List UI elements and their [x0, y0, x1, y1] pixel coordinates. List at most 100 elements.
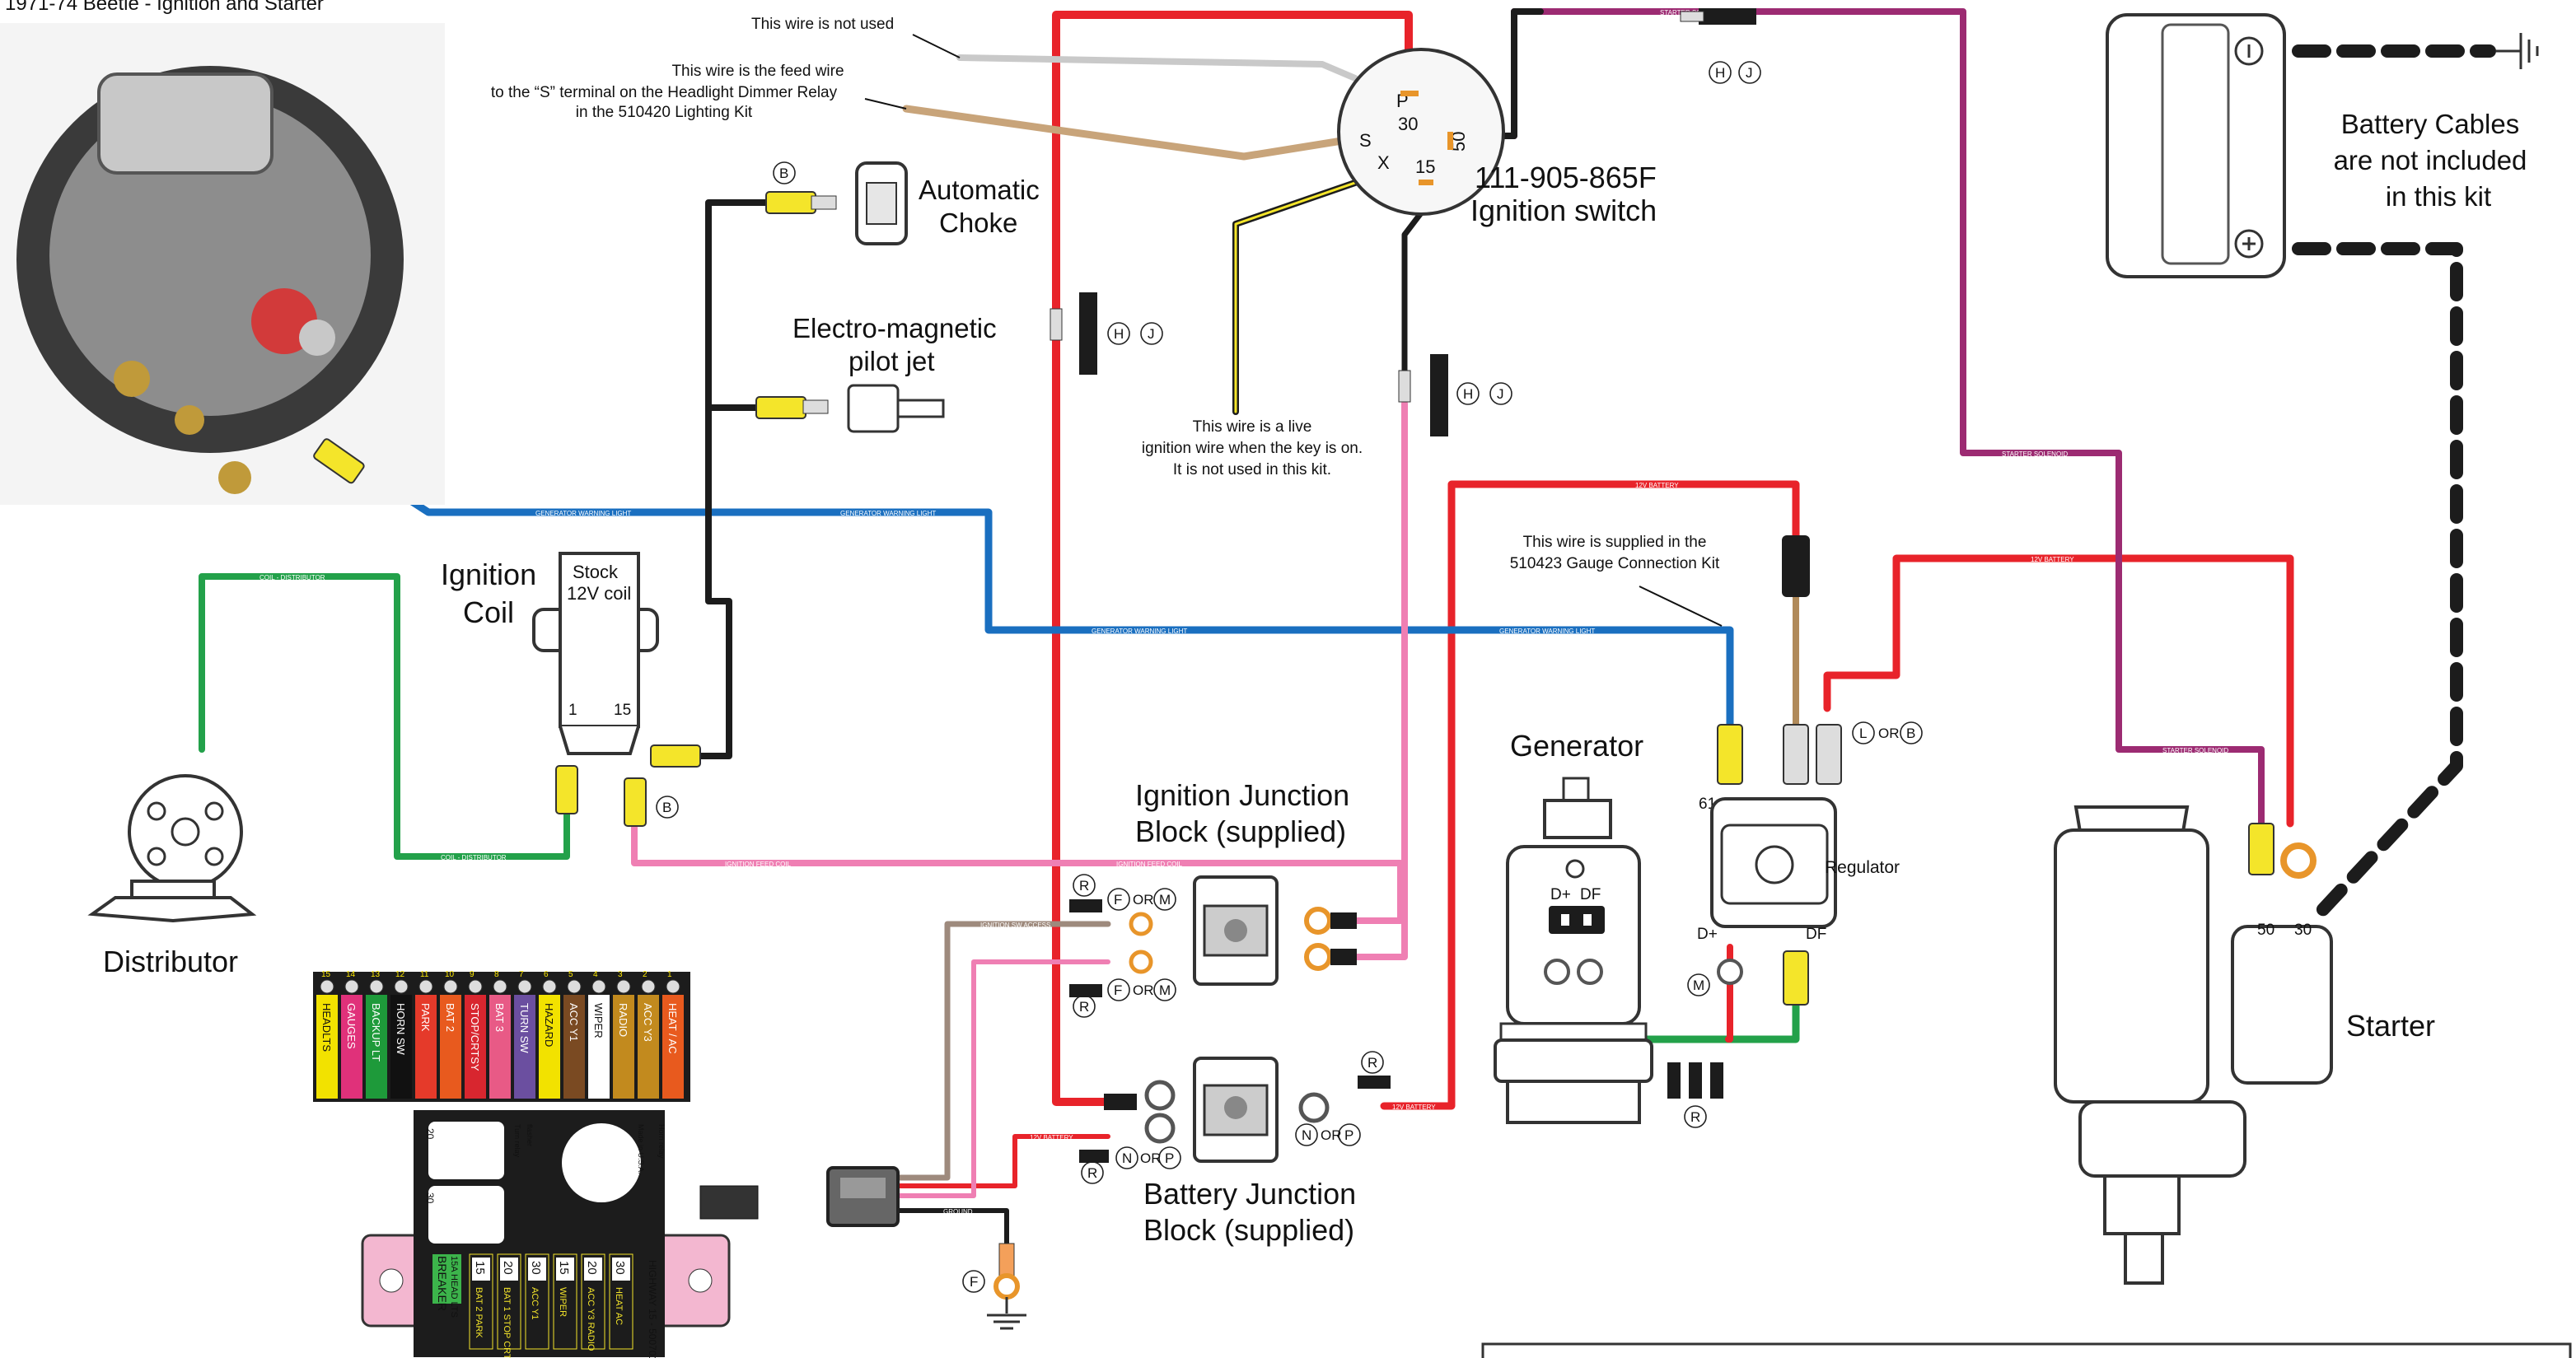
code-b-1: B: [779, 166, 788, 181]
ignition-junction-block: Ignition Junction Block (supplied): [1129, 778, 1357, 986]
fuse-box-turn-relay: Turn relay: [513, 1124, 521, 1158]
generator-dplus: D+: [1550, 886, 1571, 903]
ign-block-ring-4: [1304, 943, 1332, 971]
fuse-strip-screw: [468, 979, 483, 994]
fuse-connector-solenoid: [1680, 11, 1704, 22]
fuse-strip-screw: [542, 979, 557, 994]
starter: 50 30 Starter: [2054, 805, 2435, 1285]
fuse-strip-color: [638, 995, 659, 1099]
fuse-box-name: HIGHWAY 15 - 500701: [647, 1260, 658, 1358]
fuse-strip-name: HORN SW: [395, 1003, 407, 1056]
wire-tag-gen-warning-4: GENERATOR WARNING LIGHT: [1499, 628, 1595, 635]
carburetor-jet: [299, 320, 335, 356]
note-feed-line2: to the “S” terminal on the Headlight Dim…: [491, 84, 838, 101]
choke-window: [866, 182, 897, 225]
coil-base: [559, 726, 640, 755]
wire-red-battery-regulator: [1380, 480, 1800, 1110]
fuse-box: HIGHWAY 15 - 500701 BREAKER 15A HEAD LTS…: [361, 1110, 759, 1358]
note-live-line1: This wire is a live: [1193, 418, 1312, 436]
distributor: Distributor: [87, 774, 257, 978]
wire-tag-gen-warning-3: GENERATOR WARNING LIGHT: [1092, 628, 1187, 635]
fuse-box-breaker: [432, 1254, 461, 1304]
regulator: 61 B+ Regulator D+ DF: [1697, 724, 1900, 1006]
fuse-strip-number: 2: [643, 970, 648, 979]
note-gauge-line2: 510423 Gauge Connection Kit: [1510, 555, 1720, 572]
pilot-jet-nose: [896, 399, 945, 418]
fuse-holder-solenoid: [1699, 8, 1756, 25]
starter-motor: [2054, 828, 2209, 1104]
fuse-name: ACC Y3 RADIO: [586, 1287, 596, 1351]
note-not-used: This wire is not used: [751, 16, 894, 33]
bat-block-boot-1: [1104, 1094, 1137, 1110]
fuse-strip-color: [316, 995, 338, 1099]
fuse-connector-pink: [1398, 370, 1411, 403]
ign-block-stud: [1224, 919, 1247, 942]
regulator-screw: [1755, 845, 1794, 884]
code-circle-p-2: [1158, 1146, 1181, 1169]
ign-block-label-2: Block (supplied): [1135, 814, 1346, 848]
fuse-connector-red: [1050, 308, 1063, 341]
wire-gray-unused: [956, 54, 1358, 82]
fuse-strip-number: 3: [618, 970, 623, 979]
ignition-switch-label: Ignition switch: [1470, 194, 1657, 227]
fuse-holder-pink: [1430, 354, 1448, 436]
fuse-amp: 20: [585, 1261, 599, 1275]
code-p-1: P: [1344, 1127, 1353, 1143]
code-n-1: N: [1302, 1127, 1311, 1143]
fuse-box-breaker-1: BREAKER: [436, 1256, 449, 1311]
starter-solenoid: [2231, 925, 2333, 1085]
code-circle-r-3: [1361, 1051, 1384, 1074]
wire-tag-ign-feed-1: IGNITION FEED COIL: [725, 861, 792, 868]
wire-tag-ground: GROUND: [943, 1208, 973, 1216]
starter-50-connector: [2248, 823, 2274, 875]
code-circle-n-2: [1115, 1146, 1138, 1169]
generator-pulley-2: [1494, 1038, 1653, 1083]
distributor-post-3: [147, 847, 166, 866]
note-feed-line3: in the 510420 Lighting Kit: [576, 104, 753, 121]
code-b-2: B: [662, 800, 671, 815]
ign-block-boot-2: [1330, 949, 1357, 965]
code-circle-j-1: [1738, 61, 1761, 84]
generator-terminal-block: [1549, 906, 1605, 934]
fuse-name: ACC Y1: [530, 1287, 540, 1320]
ign-block-ring-2: [1129, 950, 1153, 974]
coil-body: [559, 552, 640, 728]
fuse-strip-name: HEAT / AC: [666, 1003, 679, 1054]
note-gauge-leader: [1639, 586, 1723, 627]
code-circle-b-1: [773, 161, 796, 184]
code-f-1: F: [1114, 892, 1122, 908]
fuse-box-side-plug: [699, 1185, 759, 1220]
generator-terminal-b: [1583, 914, 1592, 926]
fuse-strip-color: [390, 995, 412, 1099]
fuse-strip-color: [366, 995, 387, 1099]
fuse-strip-color: [341, 995, 362, 1099]
fuse-strip-number: 8: [494, 970, 499, 979]
carburetor-terminal: [313, 438, 365, 484]
code-circle-b-3: [1900, 721, 1923, 744]
fuse-strip-name: WIPER: [592, 1003, 605, 1038]
code-h-1: H: [1715, 65, 1725, 81]
regulator-df-connector: [1783, 950, 1809, 1006]
coil-terminal-1: 1: [568, 702, 577, 719]
fuse-strip-screw: [394, 979, 409, 994]
code-or-3: OR: [1133, 982, 1154, 998]
battery-junction-block: Battery Junction Block (supplied): [1104, 1057, 1356, 1247]
ign-block-label-1: Ignition Junction: [1135, 778, 1349, 812]
fuse-name: HEAT AC: [614, 1287, 624, 1325]
fuse-amp: 15: [473, 1261, 487, 1275]
switch-terminal-15: 15: [1415, 156, 1435, 177]
fuse-strip-number: 1: [667, 970, 672, 979]
wire-pink-fuse: [897, 959, 1110, 1198]
wire-brown-access: [895, 921, 1111, 1181]
code-l: L: [1859, 726, 1867, 741]
code-b-3: B: [1906, 726, 1915, 741]
fuse-strip-screw: [320, 979, 334, 994]
auto-choke-label-1: Automatic: [919, 175, 1040, 205]
note-cables-line2: are not included: [2334, 145, 2527, 175]
fuse-strip-screw: [344, 979, 359, 994]
code-r-5: R: [1690, 1109, 1700, 1125]
tag-r-5b: [1689, 1062, 1702, 1099]
generator-df: DF: [1580, 886, 1601, 903]
regulator-ring: [1717, 959, 1743, 985]
fuse-name: BAT 1 STOP CRTSY: [502, 1287, 512, 1358]
